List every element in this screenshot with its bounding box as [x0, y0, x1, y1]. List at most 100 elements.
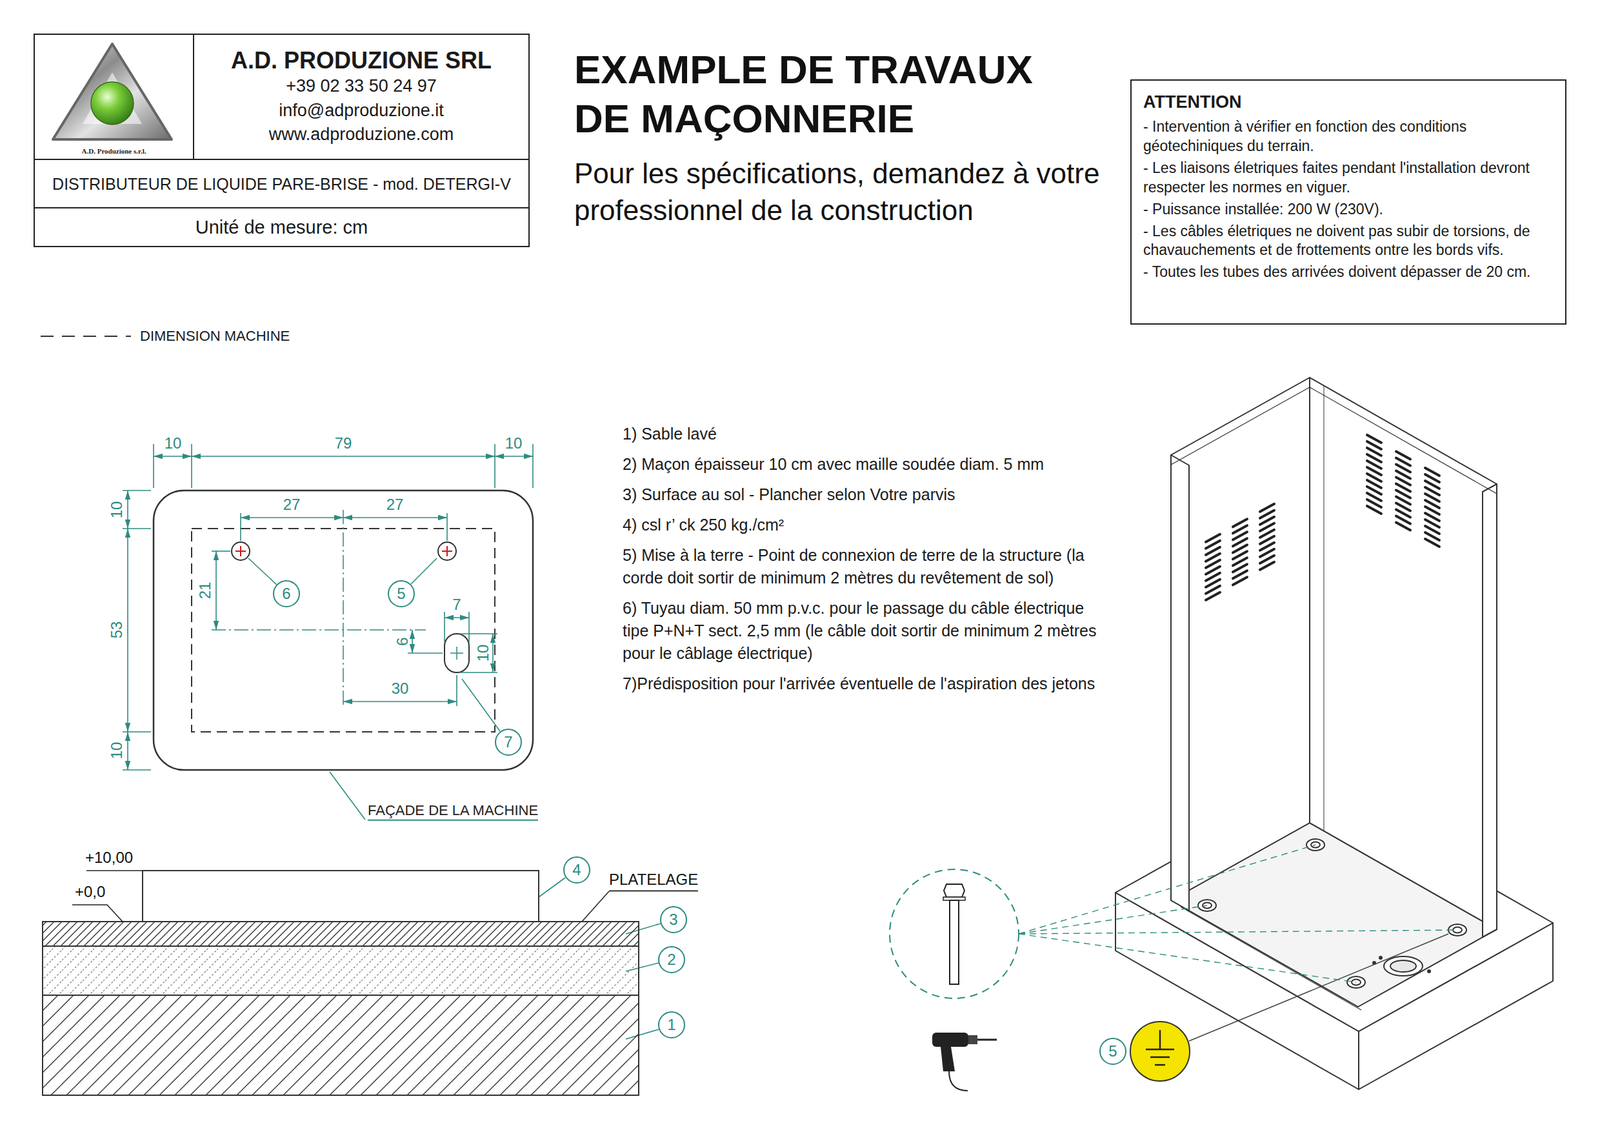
machine-illustration — [1390, 960, 1417, 972]
machine-illustration — [1189, 933, 1449, 1041]
callout-number: 3 — [660, 905, 688, 933]
callout-number: 6 — [272, 580, 300, 608]
box-heading: A.D. PRODUZIONE SRL — [230, 46, 492, 75]
dimension-value: 10 — [474, 644, 493, 662]
dimension-value: 10 — [107, 741, 126, 760]
vent-slots — [1425, 538, 1440, 547]
plan-view — [153, 490, 533, 770]
plan-view — [450, 646, 464, 660]
box-text: - Intervention à vérifier en fonction de… — [1143, 117, 1554, 157]
dimension-lines — [444, 611, 470, 642]
company-logo — [52, 43, 172, 140]
plan-view — [438, 541, 457, 560]
machine-illustration — [1378, 955, 1383, 960]
legend-row: DIMENSION MACHINE — [38, 327, 290, 345]
dimension-lines — [343, 700, 457, 702]
machine-illustration — [1130, 1021, 1190, 1081]
dimension-lines — [122, 490, 151, 770]
legend-swatch — [38, 330, 133, 342]
page-title: EXAMPLE DE TRAVAUX DE MAÇONNERIE — [574, 45, 1091, 144]
callout-label: 6 — [281, 585, 291, 602]
fixing-detail — [932, 1032, 969, 1047]
product-cell: DISTRIBUTEUR DE LIQUIDE PARE-BRISE - mod… — [33, 158, 530, 209]
callout-label: 5 — [1108, 1043, 1117, 1059]
fixing-detail — [889, 869, 1019, 999]
company-cell: A.D. PRODUZIONE SRL+39 02 33 50 24 97inf… — [192, 33, 530, 160]
machine-illustration — [1309, 387, 1497, 494]
plan-view — [231, 541, 250, 560]
leader-lines — [410, 558, 437, 584]
box-text: - Les câbles életriques ne doivent pas s… — [1143, 221, 1554, 261]
callout-label: 7 — [503, 734, 513, 750]
plan-view — [235, 545, 246, 557]
dimension-value: 6 — [393, 636, 412, 646]
dimension-value: 79 — [334, 434, 353, 453]
machine-illustration — [1482, 483, 1497, 937]
vent-slots — [1205, 434, 1440, 600]
box-text: - Toutes les tubes des arrivées doivent … — [1143, 262, 1554, 282]
section-view — [581, 890, 610, 922]
note-item: 4) csl r’ ck 250 kg./cm² — [622, 513, 1113, 537]
box-text: www.adproduzione.com — [269, 122, 455, 148]
box-text: - Puissance installée: 200 W (230V). — [1143, 200, 1554, 220]
dimension-lines — [127, 528, 129, 732]
dimension-value: 27 — [386, 495, 404, 514]
company-logo — [52, 43, 172, 140]
machine-illustration — [1427, 969, 1431, 973]
fixing-detail — [1018, 844, 1458, 982]
dimension-value: 10 — [164, 434, 182, 453]
box-text: - Les liaisons életriques faites pendant… — [1143, 158, 1554, 198]
vent-slots — [1260, 561, 1275, 570]
dimension-lines — [122, 443, 533, 770]
vent-slots — [1205, 592, 1220, 600]
dimension-lines — [127, 731, 129, 770]
dimension-lines — [459, 633, 498, 673]
machine-illustration — [1323, 385, 1325, 831]
dimension-lines — [494, 455, 533, 457]
legend-dash — [40, 335, 131, 337]
box-text: info@adproduzione.it — [278, 98, 444, 124]
section-view — [42, 921, 639, 946]
dimension-lines — [407, 652, 443, 654]
machine-illustration — [1383, 956, 1423, 976]
note-item: 2) Maçon épaisseur 10 cm avec maille sou… — [622, 452, 1113, 476]
dimension-value: 53 — [107, 621, 126, 639]
callout-number: 4 — [563, 856, 591, 884]
callout-number: 5 — [387, 580, 415, 608]
section-view — [42, 945, 639, 995]
dimension-value: 10 — [107, 501, 126, 519]
box-heading: A.D. Produzione s.r.l. — [81, 147, 147, 157]
fixing-detail — [977, 1038, 997, 1041]
leader-lines — [461, 678, 500, 731]
vent-slots — [1232, 576, 1248, 585]
fixing-detail — [949, 900, 959, 984]
machine-illustration — [1180, 906, 1362, 1010]
leader-lines — [248, 558, 277, 585]
fixing-detail — [968, 1034, 978, 1044]
subtitle: Pour les spécifications, demandez à votr… — [574, 154, 1123, 229]
section-view — [42, 870, 639, 1095]
plan-view — [342, 509, 344, 707]
company-logo — [82, 72, 142, 124]
machine-illustration — [1170, 454, 1190, 911]
dimension-value: 21 — [196, 581, 215, 600]
dimension-lines — [411, 629, 413, 653]
fixing-detail — [943, 883, 965, 897]
note-item: 3) Surface au sol - Plancher selon Votre… — [622, 483, 1113, 506]
leader-lines — [329, 771, 366, 820]
callout-label: 2 — [667, 951, 676, 968]
box-heading: Unité de mesure: cm — [195, 216, 369, 239]
note-item: 6) Tuyau diam. 50 mm p.v.c. pour le pass… — [622, 596, 1113, 665]
note-item: 1) Sable lavé — [622, 422, 1113, 446]
plan-view — [441, 545, 453, 557]
callout-label: 5 — [396, 585, 406, 602]
view-label: FAÇADE DE LA MACHINE — [367, 801, 539, 821]
callout-number: 5 — [1099, 1037, 1127, 1065]
box-heading: ATTENTION — [1143, 90, 1554, 114]
callout-label: 1 — [667, 1016, 676, 1033]
dimension-lines — [240, 516, 344, 519]
notes-list: 1) Sable lavé 2) Maçon épaisseur 10 cm av… — [622, 422, 1113, 703]
dimension-lines — [240, 512, 448, 541]
